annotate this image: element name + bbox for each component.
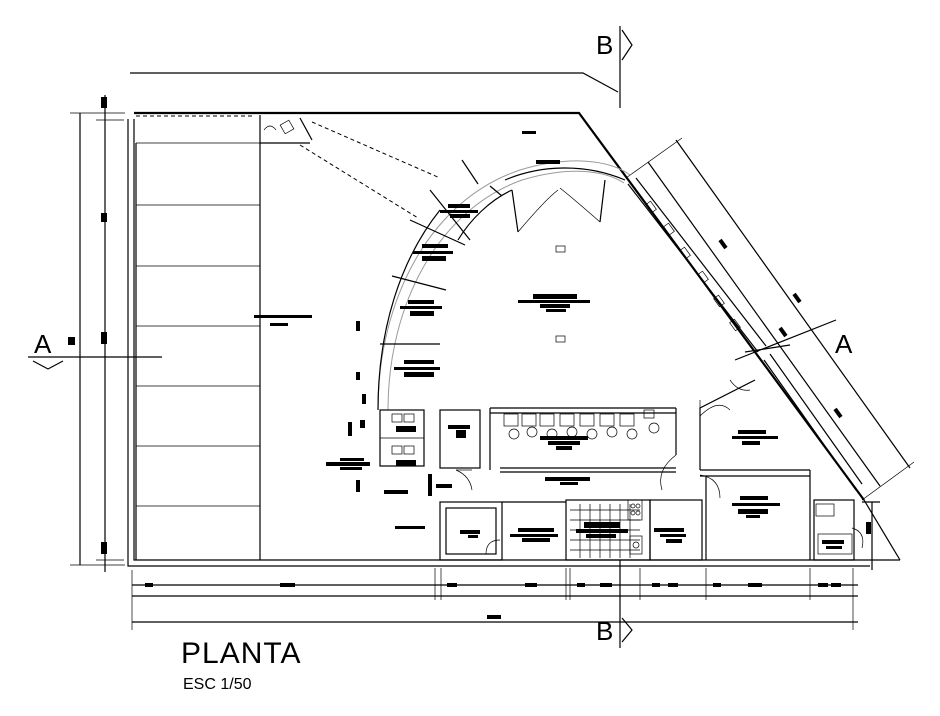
dimension-chain-bottom <box>131 568 858 630</box>
bottom-rooms <box>439 501 566 561</box>
drawing-title: PLANTA <box>181 637 302 670</box>
small-office <box>428 409 481 496</box>
main-hall <box>518 131 590 343</box>
far-right-room <box>813 499 880 570</box>
workstations <box>489 407 677 485</box>
right-offices <box>699 379 811 560</box>
dimension-line-diagonal <box>625 137 915 501</box>
parking-stalls <box>135 142 312 560</box>
section-line-b-bottom <box>619 560 633 648</box>
section-label-b-top: B <box>596 30 613 60</box>
section-line-a-right <box>734 319 837 361</box>
curved-facade <box>377 159 631 411</box>
section-line-a-left <box>28 337 162 370</box>
entrance-gate <box>259 115 313 144</box>
dimension-lines-left <box>70 95 125 572</box>
diagonal-wall-windows <box>627 177 863 491</box>
kitchen <box>565 499 651 561</box>
outer-walls <box>127 111 901 567</box>
entrance-double-door <box>511 179 606 233</box>
storage-room <box>649 499 703 561</box>
drawing-scale: ESC 1/50 <box>183 676 252 693</box>
restrooms <box>326 409 425 529</box>
section-label-b-bottom: B <box>596 616 613 646</box>
section-label-a-left: A <box>34 329 52 359</box>
section-label-a-right: A <box>835 329 853 359</box>
canopy-dashed-lines <box>299 121 441 219</box>
section-line-b-top <box>130 26 633 108</box>
curve-rooms-labels <box>348 204 478 436</box>
